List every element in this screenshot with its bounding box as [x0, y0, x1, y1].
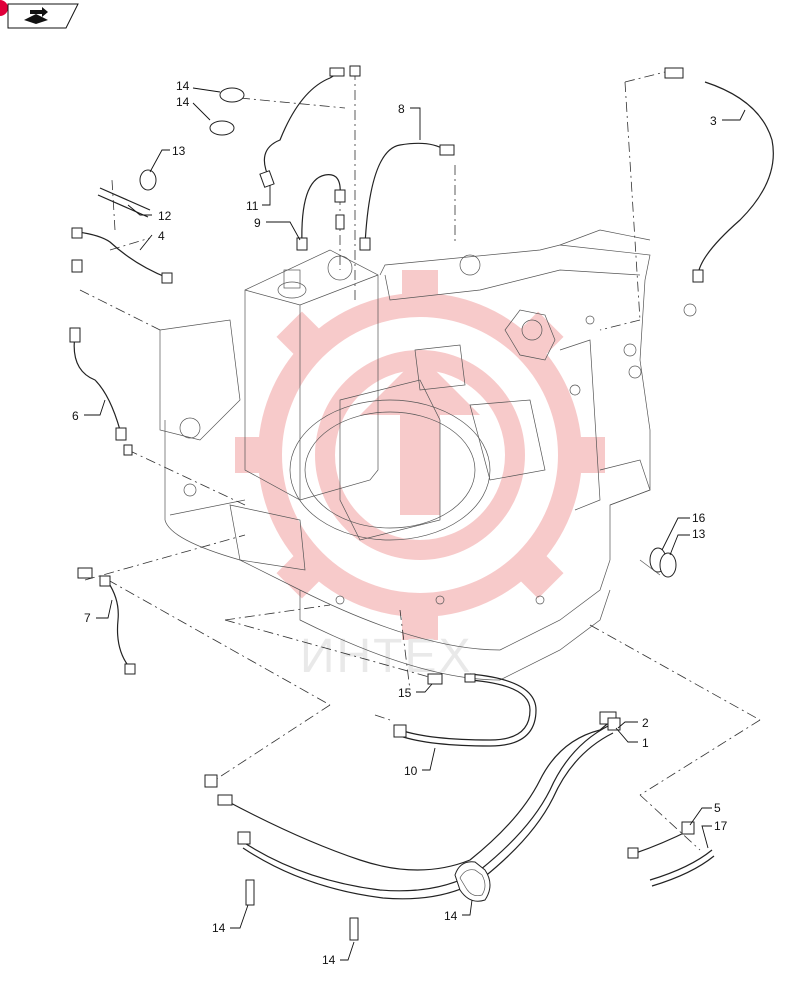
hose-8	[364, 142, 446, 246]
callout-13b[interactable]: 13	[669, 527, 706, 556]
hose-11	[263, 71, 341, 181]
callout-1[interactable]: 1	[615, 727, 649, 750]
callout-8[interactable]: 8	[398, 102, 421, 140]
callout-4[interactable]: 4	[139, 229, 165, 251]
hose-7	[107, 581, 131, 669]
ring-13-top	[139, 169, 157, 191]
svg-text:13: 13	[692, 527, 706, 541]
ring-14-oval	[454, 861, 491, 902]
hose-4	[77, 231, 169, 279]
hose-10	[399, 679, 531, 741]
callout-7[interactable]: 7	[84, 599, 113, 625]
hoses	[69, 65, 774, 941]
hose-2	[239, 724, 611, 892]
callout-17[interactable]: 17	[701, 819, 728, 849]
svg-text:14: 14	[176, 79, 190, 93]
svg-text:12: 12	[158, 209, 172, 223]
callout-11[interactable]: 11	[246, 185, 271, 213]
callout-14a[interactable]: 14	[176, 79, 221, 93]
tube-17	[649, 849, 713, 881]
hose-9	[301, 174, 341, 246]
callout-16[interactable]: 16	[661, 511, 706, 551]
ring-14-top-b	[209, 120, 235, 136]
reference-badge[interactable]	[0, 0, 79, 29]
machine-frame	[159, 229, 697, 681]
svg-text:10: 10	[404, 764, 418, 778]
hose-5	[629, 829, 691, 856]
svg-text:14: 14	[176, 95, 190, 109]
hose-6	[73, 334, 121, 431]
callout-10[interactable]: 10	[404, 747, 436, 778]
callout-15[interactable]: 15	[398, 683, 433, 700]
watermark-text: ИНТЕХ	[300, 630, 473, 683]
callout-14c[interactable]: 14	[212, 904, 249, 935]
callout-14d[interactable]: 14	[322, 941, 355, 967]
callout-14b[interactable]: 14	[176, 95, 211, 121]
tube-12	[99, 187, 151, 211]
callouts: 14 14 13 12 4 11 9 8	[72, 79, 746, 967]
book-arrow-icon	[24, 7, 48, 24]
svg-text:14: 14	[212, 921, 226, 935]
callout-13a[interactable]: 13	[149, 144, 186, 173]
svg-text:4: 4	[158, 229, 165, 243]
svg-text:14: 14	[322, 953, 336, 967]
svg-text:16: 16	[692, 511, 706, 525]
svg-text:13: 13	[172, 144, 186, 158]
svg-text:7: 7	[84, 611, 91, 625]
svg-text:14: 14	[444, 909, 458, 923]
callout-2[interactable]: 2	[617, 716, 649, 730]
ring-14-top-a	[219, 87, 245, 103]
svg-text:2: 2	[642, 716, 649, 730]
callout-14e[interactable]: 14	[444, 899, 473, 923]
svg-text:3: 3	[710, 114, 717, 128]
routing-lines	[79, 70, 761, 851]
hose-3	[697, 81, 774, 276]
callout-12[interactable]: 12	[127, 204, 172, 223]
svg-text:8: 8	[398, 102, 405, 116]
callout-5[interactable]: 5	[689, 801, 721, 826]
svg-text:5: 5	[714, 801, 721, 815]
callout-3[interactable]: 3	[710, 109, 746, 128]
callout-6[interactable]: 6	[72, 399, 106, 423]
callout-9[interactable]: 9	[254, 216, 301, 241]
svg-text:1: 1	[642, 736, 649, 750]
svg-text:6: 6	[72, 409, 79, 423]
hose-1	[224, 719, 613, 871]
svg-text:15: 15	[398, 686, 412, 700]
svg-text:11: 11	[246, 199, 259, 213]
svg-text:17: 17	[714, 819, 728, 833]
svg-text:9: 9	[254, 216, 261, 230]
